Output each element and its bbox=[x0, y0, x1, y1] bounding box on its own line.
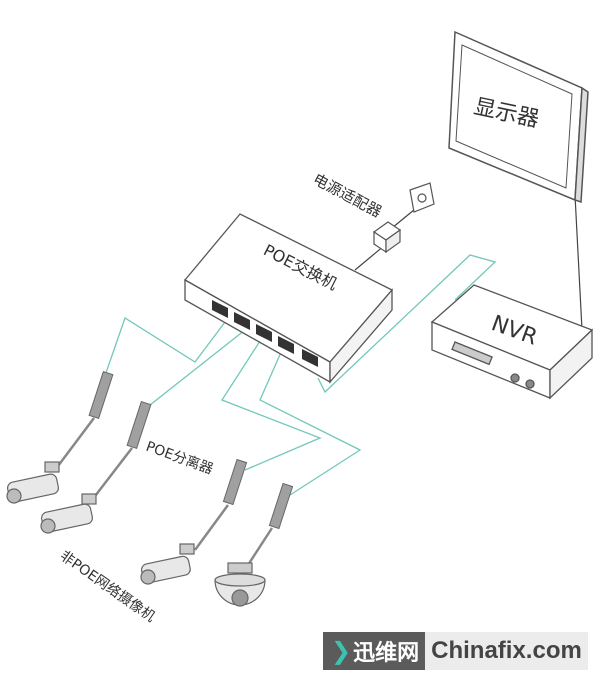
cable-monitor-nvr bbox=[571, 194, 583, 336]
power-adapter-label: 电源适配器 bbox=[310, 170, 385, 221]
watermark: ❯迅维网 Chinafix.com bbox=[323, 632, 595, 670]
camera-label: 非POE网络摄像机 bbox=[57, 548, 158, 626]
watermark-en: Chinafix.com bbox=[425, 632, 588, 670]
splitter-2 bbox=[126, 400, 152, 450]
nvr: NVR bbox=[430, 284, 594, 400]
splitter-label: POE分离器 bbox=[144, 438, 216, 478]
camera-1-icon bbox=[6, 461, 60, 504]
splitter-4 bbox=[268, 482, 294, 530]
camera-2-icon bbox=[40, 493, 97, 534]
chevron-right-icon: ❯ bbox=[331, 637, 352, 665]
cameras bbox=[6, 461, 266, 607]
wall-socket-icon bbox=[409, 182, 435, 213]
poe-switch: POE交换机 bbox=[184, 213, 394, 384]
camera-3-icon bbox=[140, 543, 195, 585]
cable-port4 bbox=[259, 349, 362, 496]
monitor: 显示器 bbox=[448, 30, 589, 204]
cable-port3 bbox=[221, 337, 322, 471]
cable-port1 bbox=[99, 317, 229, 391]
splitter-1 bbox=[88, 370, 114, 420]
switch-ports bbox=[212, 300, 318, 367]
poe-splitters bbox=[88, 370, 294, 530]
cable-adapter-switch bbox=[354, 244, 386, 271]
power-adapter-icon bbox=[372, 221, 402, 254]
splitter-3 bbox=[222, 458, 248, 506]
cable-nvr bbox=[317, 254, 497, 394]
watermark-cn: 迅维网 bbox=[353, 641, 420, 666]
dome-camera-icon bbox=[214, 562, 266, 607]
